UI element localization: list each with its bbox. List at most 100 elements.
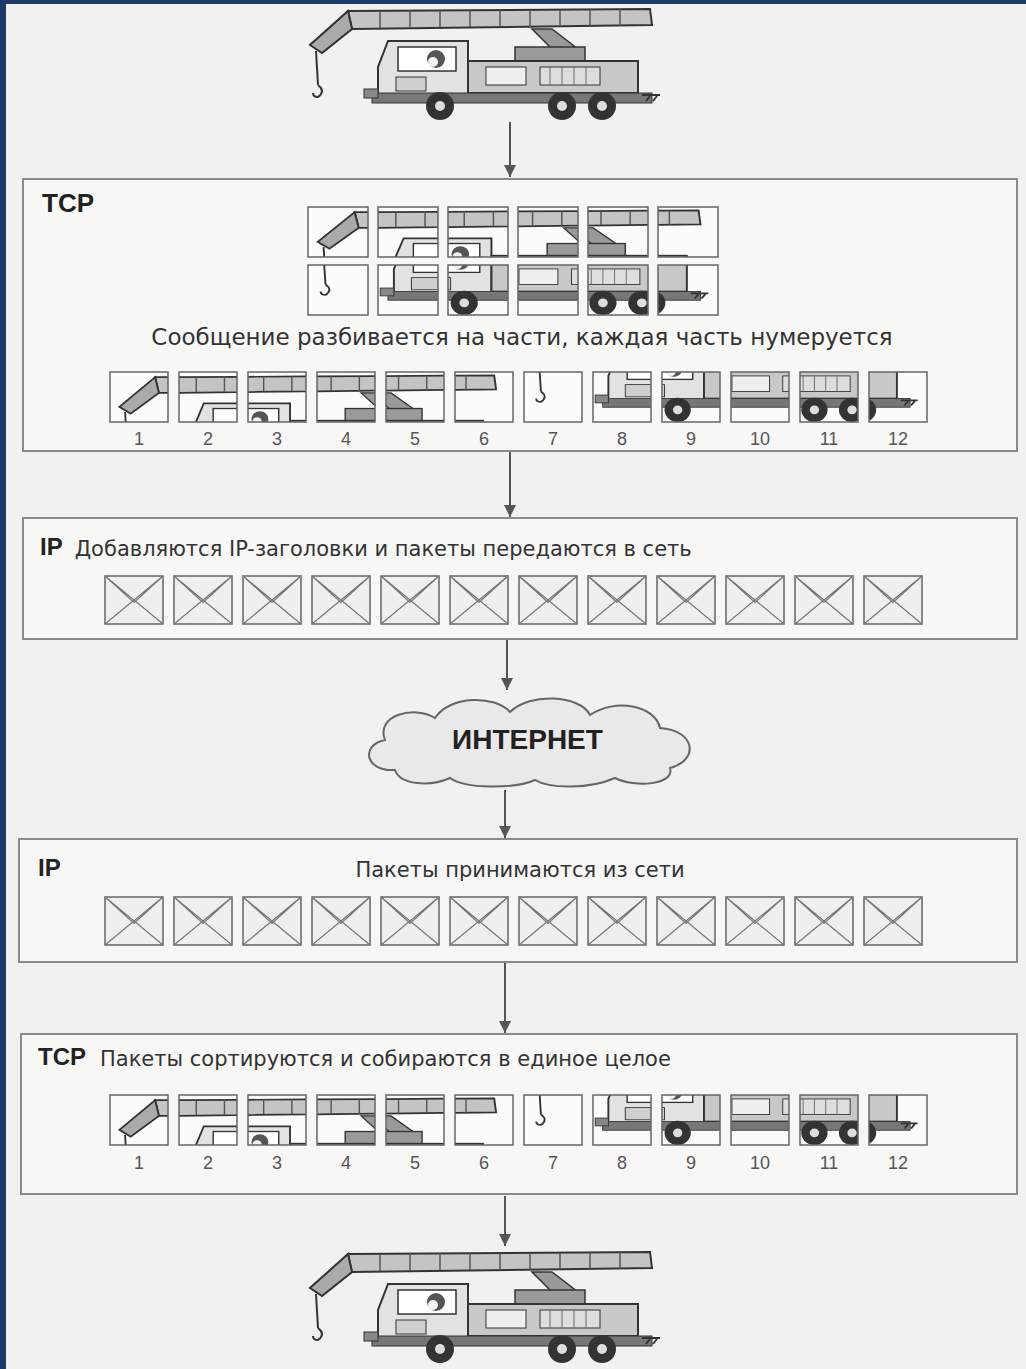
piece-ground [524,1095,582,1145]
envelope-lines [795,897,853,945]
step-description: Добавляются IP-заголовки и пакеты переда… [75,537,692,562]
packet-envelope [174,897,232,945]
text-slot: 9 [686,429,696,451]
text-slot: 6 [479,1153,489,1175]
protocol-name: IP [40,533,63,562]
piece-border [588,207,648,257]
packet-envelope [588,576,646,624]
message-piece [174,372,513,472]
packet-envelope [864,576,922,624]
piece-number: 9 [686,429,696,451]
piece-border [869,1095,927,1145]
text-slot: 7 [548,1153,558,1175]
packet-envelope [174,576,232,624]
packet-envelope [381,897,439,945]
piece-border [455,1095,513,1145]
envelope-lines [519,897,577,945]
text-slot: 5 [410,429,420,451]
text-slot: 10 [750,1153,770,1175]
piece-number: 10 [750,1153,770,1175]
envelope-lines [864,897,922,945]
piece-number: 4 [341,429,351,451]
text-slot: 12 [888,429,908,451]
piece-border [731,372,789,422]
envelope-lines [726,897,784,945]
protocol-name: IP [38,854,61,883]
text-slot: Пакеты принимаются из сети [355,858,684,883]
packet-envelope [243,576,301,624]
piece-number: 9 [686,1153,696,1175]
protocol-box: IP Пакеты принимаются из сети [18,838,1018,963]
piece-number: 10 [750,429,770,451]
text-slot: TCP [42,188,94,219]
piece-number: 2 [203,429,213,451]
packet-envelope [588,897,646,945]
piece-number: 6 [479,429,489,451]
message-piece [368,218,718,315]
packet-envelope [105,576,163,624]
piece-border [179,1095,237,1145]
envelope-lines [105,576,163,624]
truck-fragment [174,1098,503,1195]
envelope-lines [450,576,508,624]
packet-envelope [795,576,853,624]
packet-envelope [795,897,853,945]
text-slot: 7 [548,429,558,451]
piece-border [658,265,718,315]
packet-envelope [864,897,922,945]
packet-envelope [519,576,577,624]
piece-border [800,372,858,422]
envelope-lines [381,576,439,624]
piece-number: 3 [272,429,282,451]
packet-envelope [450,897,508,945]
piece-number: 5 [410,1153,420,1175]
envelope-lines [657,897,715,945]
piece-border [518,207,578,257]
piece-border [317,372,375,422]
envelope-lines [312,576,370,624]
piece-number: 4 [341,1153,351,1175]
piece-border [378,207,438,257]
text-slot: 8 [617,1153,627,1175]
envelope-lines [381,897,439,945]
piece-number: 11 [820,1153,839,1175]
packet-envelope [450,576,508,624]
packet-envelope [312,897,370,945]
flow-arrow [504,963,506,1033]
truck-fragment [358,218,699,315]
step-description: Пакеты сортируются и собираются в единое… [100,1047,671,1072]
text-slot: 12 [888,1153,908,1175]
text-slot: 1 [134,429,144,451]
piece-border [386,372,444,422]
piece-number: 11 [820,429,839,451]
node-slot: IP Добавляются IP-заголовки и пакеты пере… [22,517,1018,640]
envelope-lines [588,897,646,945]
cloud-outline [369,698,690,786]
message-piece [358,218,699,315]
piece-border [248,372,306,422]
piece-border [662,1095,720,1145]
envelope-lines [450,897,508,945]
text-slot: 11 [820,429,839,451]
piece-number: 6 [479,1153,489,1175]
truck-fragment [368,218,709,315]
text-slot: 10 [750,429,770,451]
text-slot: ИНТЕРНЕТ [452,723,603,757]
piece-border [308,207,368,257]
piece-border [588,265,648,315]
envelope-lines [105,897,163,945]
flow-arrow [504,790,506,838]
step-description: Сообщение разбивается на части, каждая ч… [151,324,892,352]
piece-border [248,1095,306,1145]
flow-arrow [509,452,511,517]
node-slot: TCP Сообщение разбивается на части, кажда… [22,178,1018,452]
protocol-box: TCP Пакеты сортируются и собираются в еди… [20,1033,1018,1195]
packet-envelope [381,576,439,624]
truck-illustration [310,9,660,120]
packet-envelope [657,576,715,624]
piece-border [524,1095,582,1145]
truck-fragment [174,375,503,472]
text-slot: Сообщение разбивается на части, каждая ч… [151,324,892,352]
truck-fragment [163,1098,492,1195]
text-slot: TCP [38,1043,86,1072]
